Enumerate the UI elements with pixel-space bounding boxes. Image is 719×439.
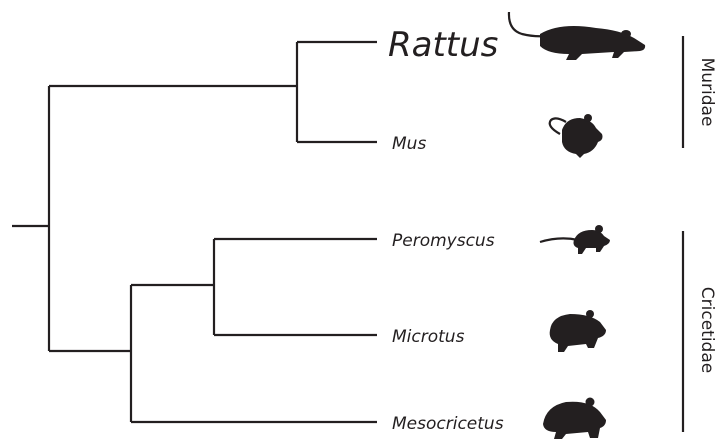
hamster-silhouette-icon [543, 398, 606, 439]
taxon-label-peromyscus: Peromyscus [392, 231, 495, 251]
deer-mouse-silhouette-icon [540, 225, 610, 254]
vole-silhouette-icon [550, 310, 606, 352]
taxon-label-mus: Mus [392, 134, 426, 154]
rat-silhouette-icon [509, 12, 645, 60]
family-label-cricetidae: Cricetidae [697, 287, 717, 373]
family-label-muridae: Muridae [697, 58, 717, 127]
tree-branches [12, 42, 377, 422]
family-bracket-muridae: Muridae [683, 36, 717, 148]
taxon-label-rattus: Rattus [388, 25, 498, 65]
mouse-silhouette-icon [550, 114, 603, 158]
taxon-label-microtus: Microtus [392, 327, 465, 347]
taxon-labels: Rattus Mus Peromyscus Microtus Mesocrice… [388, 25, 504, 434]
family-bracket-cricetidae: Cricetidae [683, 231, 717, 432]
taxon-label-mesocricetus: Mesocricetus [392, 414, 504, 434]
